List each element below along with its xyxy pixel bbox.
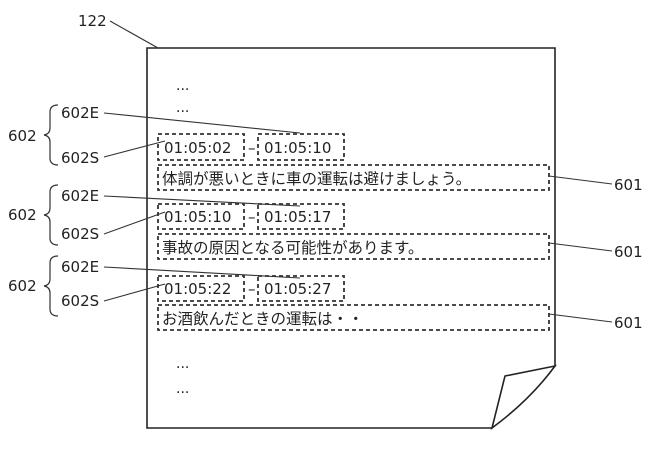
time-separator: –	[248, 208, 256, 226]
subtitle-label: 601	[614, 176, 643, 194]
top-ellipsis-2: ...	[176, 100, 189, 116]
start-time-value: 01:05:02	[164, 139, 231, 157]
end-time-label: 602E	[61, 187, 99, 205]
subtitle-leader	[549, 243, 612, 251]
end-time-label: 602E	[61, 104, 99, 122]
end-time-value: 01:05:17	[264, 208, 331, 226]
subtitle-label: 601	[614, 243, 643, 261]
document-ref-leader	[110, 21, 158, 48]
bottom-ellipsis-1: ...	[176, 356, 189, 372]
document-sheet	[147, 48, 555, 428]
start-time-value: 01:05:10	[164, 208, 231, 226]
group-label: 602	[8, 127, 37, 145]
subtitle-text: お酒飲んだときの運転は・・	[162, 310, 364, 328]
document-ref-label: 122	[78, 12, 107, 30]
end-time-value: 01:05:10	[264, 139, 331, 157]
time-separator: –	[248, 280, 256, 298]
end-time-label: 602E	[61, 258, 99, 276]
subtitle-label: 601	[614, 314, 643, 332]
group-label: 602	[8, 277, 37, 295]
subtitle-text: 事故の原因となる可能性があります。	[162, 239, 424, 257]
start-time-value: 01:05:22	[164, 280, 231, 298]
start-time-label: 602S	[61, 225, 99, 243]
time-separator: –	[248, 139, 256, 157]
group-brace	[44, 185, 58, 245]
group-brace	[44, 256, 58, 316]
top-ellipsis-1: ...	[176, 78, 189, 94]
subtitle-leader	[549, 176, 612, 184]
start-time-label: 602S	[61, 292, 99, 310]
end-time-value: 01:05:27	[264, 280, 331, 298]
subtitle-leader	[549, 314, 612, 322]
group-label: 602	[8, 206, 37, 224]
bottom-ellipsis-2: ...	[176, 381, 189, 397]
start-time-label: 602S	[61, 149, 99, 167]
group-brace	[44, 105, 58, 165]
subtitle-text: 体調が悪いときに車の運転は避けましょう。	[162, 170, 471, 188]
